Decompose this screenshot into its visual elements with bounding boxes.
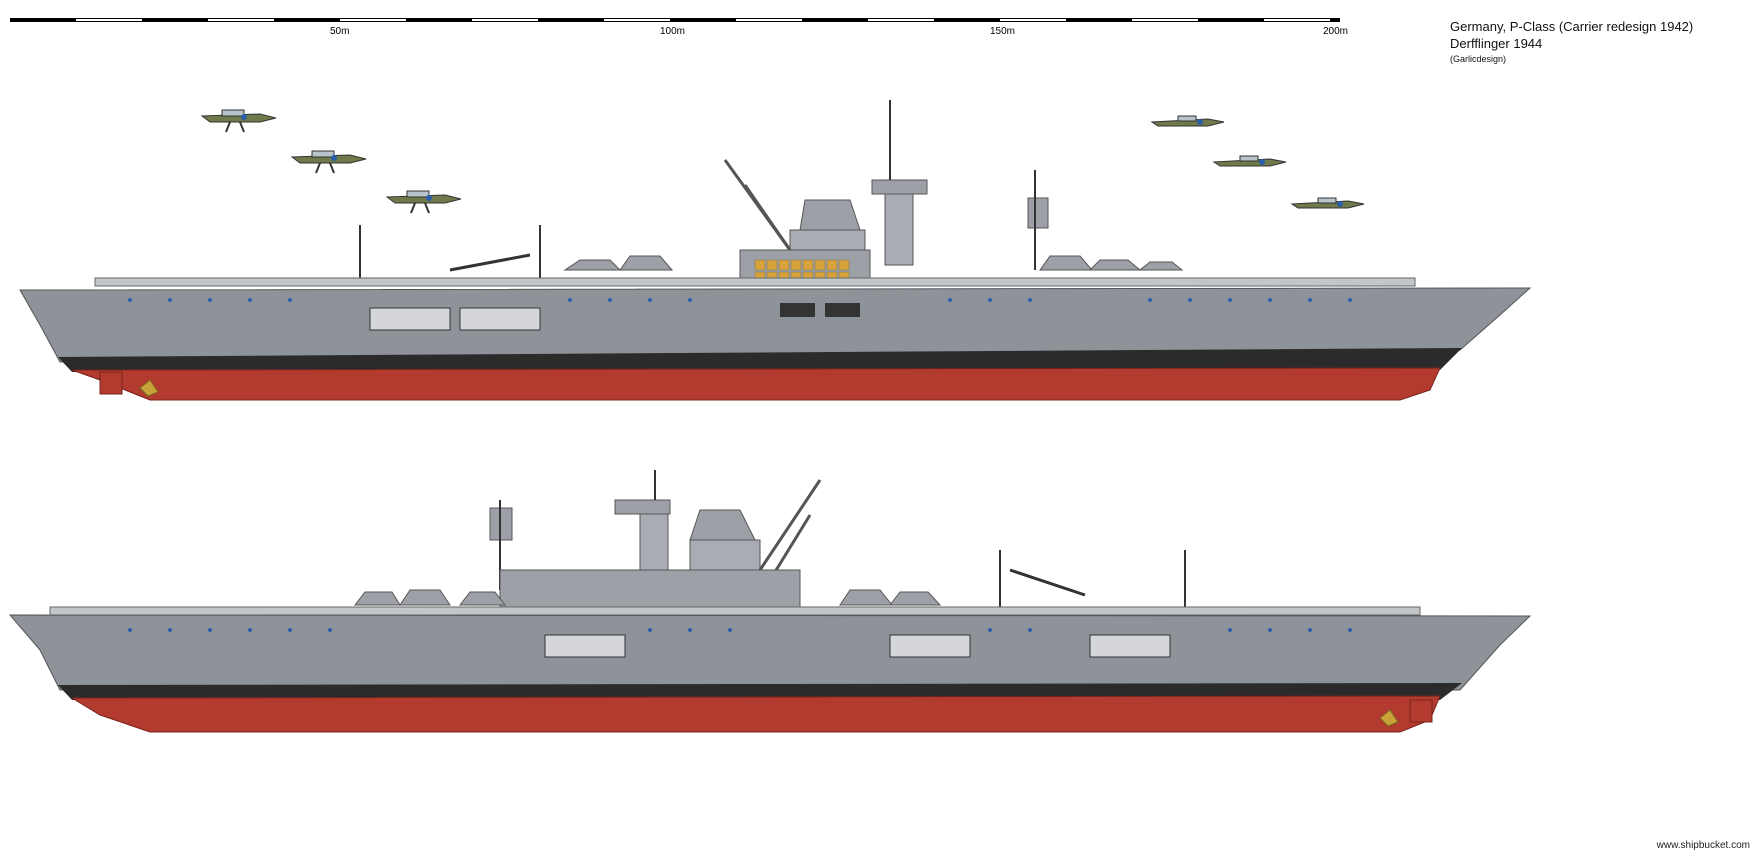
aircraft-icon xyxy=(385,190,462,214)
propeller-icon xyxy=(139,379,159,397)
ship-name: Derfflinger 1944 xyxy=(1450,36,1543,51)
title-block: Germany, P-Class (Carrier redesign 1942)… xyxy=(1450,18,1693,66)
boot-topping xyxy=(58,683,1462,700)
scale-bar xyxy=(10,18,1340,22)
watermark: www.shipbucket.com xyxy=(1656,840,1750,851)
boot-topping xyxy=(58,348,1462,372)
island-superstructure xyxy=(359,100,1184,283)
aircraft-icon xyxy=(1212,155,1287,167)
propeller-icon xyxy=(1379,709,1399,727)
ship-profile-icon xyxy=(8,470,1532,733)
design-title: Germany, P-Class (Carrier redesign 1942) xyxy=(1450,19,1694,34)
aircraft-icon xyxy=(290,150,367,174)
rudder-icon xyxy=(99,371,123,395)
scale-label-50m: 50m xyxy=(330,26,350,37)
designer-credit: (Garlicdesign) xyxy=(1450,54,1507,64)
aircraft-icon xyxy=(1150,115,1225,127)
hull-lower-red xyxy=(70,695,1441,733)
scale-label-200m: 200m xyxy=(1323,26,1349,37)
scale-label-150m: 150m xyxy=(990,26,1016,37)
aircraft-icon xyxy=(1290,197,1365,209)
aircraft-icon xyxy=(200,109,277,133)
island-superstructure xyxy=(349,470,1186,626)
ship-profile-icon xyxy=(19,100,1532,401)
rudder-icon xyxy=(1409,699,1433,723)
hull-lower-red xyxy=(71,367,1441,401)
scale-label-100m: 100m xyxy=(660,26,686,37)
hull-upper xyxy=(8,614,1532,691)
